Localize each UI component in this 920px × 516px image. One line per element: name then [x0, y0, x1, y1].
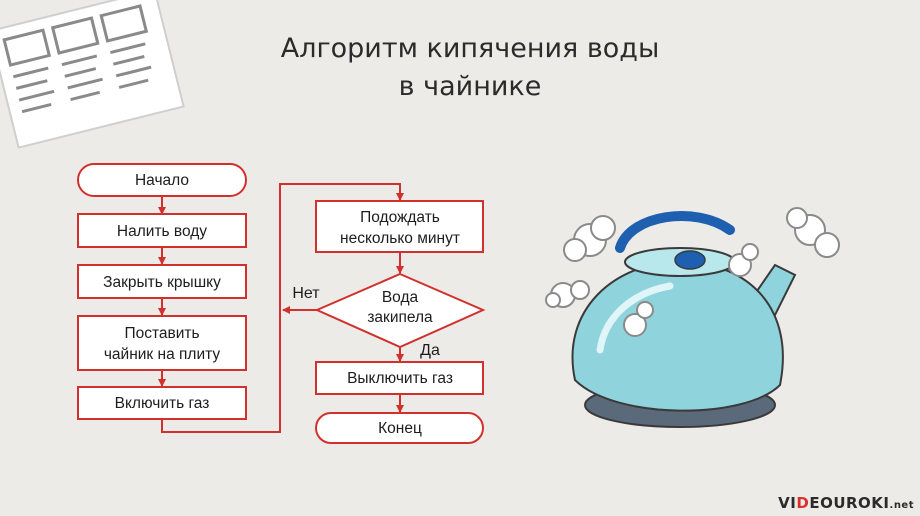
- decision-label-1: Вода: [382, 289, 419, 306]
- process-wait: [315, 200, 484, 253]
- arrow-gas-to-wait: [161, 183, 404, 433]
- wait-label-2: несколько минут: [340, 230, 460, 247]
- place-kettle-label-1: Поставить: [124, 325, 199, 342]
- start-terminal: [77, 163, 247, 197]
- process-pour-water: [77, 213, 247, 248]
- document-icon: [0, 0, 185, 149]
- title-line-1: Алгоритм кипячения воды: [280, 33, 660, 64]
- pour-water-label: Налить воду: [117, 223, 207, 240]
- title-line-2: в чайнике: [398, 71, 542, 102]
- process-place-kettle: [77, 315, 247, 371]
- process-gas-off: [315, 361, 484, 395]
- decision-label-2: закипела: [367, 309, 433, 326]
- place-kettle-label-2: чайник на плиту: [104, 346, 221, 363]
- end-terminal: [315, 412, 484, 444]
- end-label: Конец: [378, 420, 422, 437]
- gas-on-label: Включить газ: [115, 395, 210, 412]
- gas-off-label: Выключить газ: [347, 370, 453, 387]
- steaming-kettle-illustration: [545, 207, 840, 428]
- process-close-lid: [77, 264, 247, 299]
- start-label: Начало: [135, 172, 189, 189]
- wait-label-1: Подождать: [360, 209, 440, 226]
- page-title: Алгоритм кипячения воды в чайнике: [200, 30, 740, 106]
- watermark-logo: VIDEOUROKI.net: [778, 494, 914, 512]
- decision-water-boiled: [314, 272, 486, 349]
- process-gas-on: [77, 386, 247, 420]
- yes-branch-label: Да: [420, 342, 440, 359]
- no-branch-label: Нет: [292, 285, 320, 302]
- close-lid-label: Закрыть крышку: [103, 274, 221, 291]
